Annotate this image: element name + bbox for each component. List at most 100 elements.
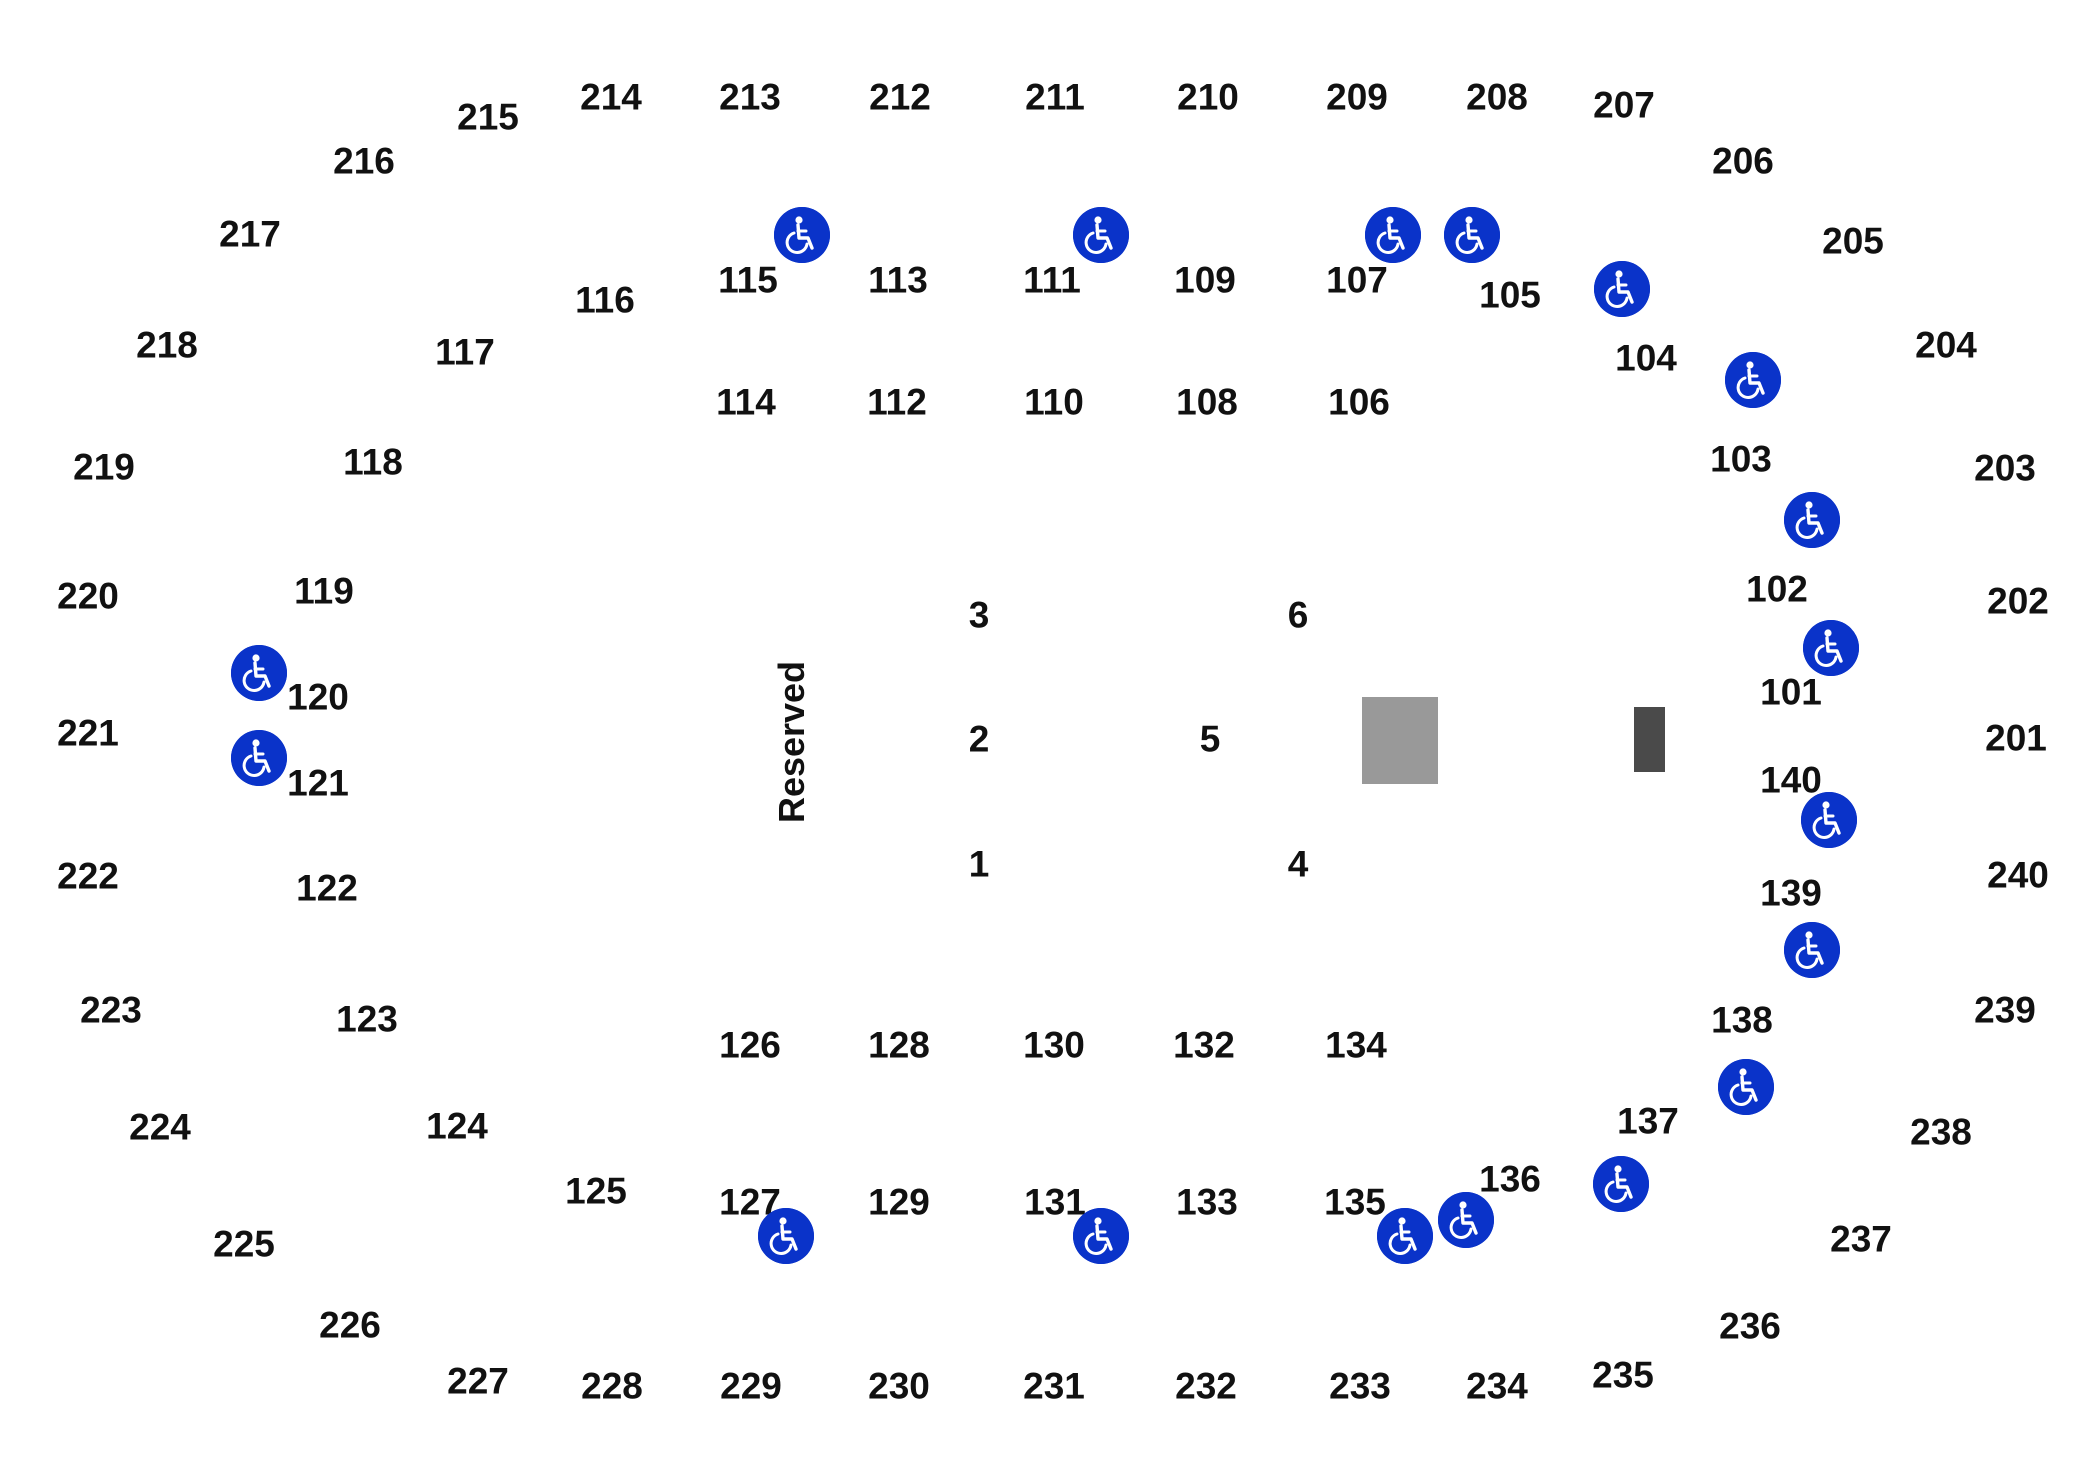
section-label-121[interactable]: 121 (287, 762, 349, 804)
section-label-224[interactable]: 224 (129, 1106, 191, 1148)
wheelchair-accessible-icon (1377, 1208, 1433, 1264)
section-label-108[interactable]: 108 (1176, 381, 1238, 423)
section-label-233[interactable]: 233 (1329, 1365, 1391, 1407)
section-label-209[interactable]: 209 (1326, 76, 1388, 118)
section-label-207[interactable]: 207 (1593, 84, 1655, 126)
wheelchair-accessible-icon (1593, 1156, 1649, 1212)
section-label-236[interactable]: 236 (1719, 1305, 1781, 1347)
section-label-226[interactable]: 226 (319, 1304, 381, 1346)
section-label-134[interactable]: 134 (1325, 1024, 1387, 1066)
wheelchair-accessible-icon (1725, 352, 1781, 408)
section-label-132[interactable]: 132 (1173, 1024, 1235, 1066)
section-label-131[interactable]: 131 (1024, 1181, 1086, 1223)
section-label-228[interactable]: 228 (581, 1365, 643, 1407)
section-label-104[interactable]: 104 (1615, 337, 1677, 379)
section-label-122[interactable]: 122 (296, 867, 358, 909)
section-label-203[interactable]: 203 (1974, 447, 2036, 489)
section-label-211[interactable]: 211 (1025, 76, 1085, 118)
wheelchair-accessible-icon (1365, 207, 1421, 263)
wheelchair-accessible-icon (1784, 922, 1840, 978)
section-label-220[interactable]: 220 (57, 575, 119, 617)
section-label-216[interactable]: 216 (333, 140, 395, 182)
section-label-204[interactable]: 204 (1915, 324, 1977, 366)
section-label-117[interactable]: 117 (435, 331, 495, 373)
section-label-1[interactable]: 1 (968, 843, 990, 885)
wheelchair-accessible-icon (1594, 261, 1650, 317)
section-label-107[interactable]: 107 (1326, 259, 1388, 301)
section-label-231[interactable]: 231 (1023, 1365, 1085, 1407)
stage-block (1362, 697, 1438, 784)
section-label-4[interactable]: 4 (1287, 843, 1309, 885)
section-label-237[interactable]: 237 (1830, 1218, 1892, 1260)
wheelchair-accessible-icon (1784, 492, 1840, 548)
section-label-130[interactable]: 130 (1023, 1024, 1085, 1066)
section-label-235[interactable]: 235 (1592, 1354, 1654, 1396)
section-label-125[interactable]: 125 (565, 1170, 627, 1212)
section-label-129[interactable]: 129 (868, 1181, 930, 1223)
section-label-201[interactable]: 201 (1985, 717, 2047, 759)
section-label-2[interactable]: 2 (968, 718, 990, 760)
section-label-116[interactable]: 116 (575, 279, 635, 321)
section-label-109[interactable]: 109 (1174, 259, 1236, 301)
section-label-202[interactable]: 202 (1987, 580, 2049, 622)
section-label-5[interactable]: 5 (1199, 718, 1221, 760)
section-label-6[interactable]: 6 (1287, 594, 1309, 636)
section-label-140[interactable]: 140 (1760, 759, 1822, 801)
section-label-239[interactable]: 239 (1974, 989, 2036, 1031)
section-label-218[interactable]: 218 (136, 324, 198, 366)
section-label-217[interactable]: 217 (219, 213, 281, 255)
reserved-section-label[interactable]: Reserved (771, 660, 812, 824)
section-label-208[interactable]: 208 (1466, 76, 1528, 118)
section-label-123[interactable]: 123 (336, 998, 398, 1040)
section-label-138[interactable]: 138 (1711, 999, 1773, 1041)
section-label-112[interactable]: 112 (867, 381, 927, 423)
section-label-118[interactable]: 118 (343, 441, 403, 483)
section-label-137[interactable]: 137 (1617, 1100, 1679, 1142)
section-label-229[interactable]: 229 (720, 1365, 782, 1407)
section-label-238[interactable]: 238 (1910, 1111, 1972, 1153)
section-label-221[interactable]: 221 (57, 712, 119, 754)
section-label-113[interactable]: 113 (868, 259, 928, 301)
section-label-128[interactable]: 128 (868, 1024, 930, 1066)
section-label-124[interactable]: 124 (426, 1105, 488, 1147)
section-label-126[interactable]: 126 (719, 1024, 781, 1066)
wheelchair-accessible-icon (1444, 207, 1500, 263)
section-label-133[interactable]: 133 (1176, 1181, 1238, 1223)
section-label-230[interactable]: 230 (868, 1365, 930, 1407)
section-label-212[interactable]: 212 (869, 76, 931, 118)
section-label-102[interactable]: 102 (1746, 568, 1808, 610)
wheelchair-accessible-icon (1073, 207, 1129, 263)
section-label-222[interactable]: 222 (57, 855, 119, 897)
section-label-119[interactable]: 119 (294, 570, 354, 612)
section-label-115[interactable]: 115 (718, 259, 778, 301)
section-label-136[interactable]: 136 (1479, 1158, 1541, 1200)
section-label-135[interactable]: 135 (1324, 1181, 1386, 1223)
section-label-206[interactable]: 206 (1712, 140, 1774, 182)
section-label-111[interactable]: 111 (1023, 259, 1081, 301)
section-label-103[interactable]: 103 (1710, 438, 1772, 480)
section-label-105[interactable]: 105 (1479, 274, 1541, 316)
wheelchair-accessible-icon (231, 730, 287, 786)
section-label-139[interactable]: 139 (1760, 872, 1822, 914)
section-label-106[interactable]: 106 (1328, 381, 1390, 423)
section-label-234[interactable]: 234 (1466, 1365, 1528, 1407)
section-label-225[interactable]: 225 (213, 1223, 275, 1265)
section-label-223[interactable]: 223 (80, 989, 142, 1031)
section-label-114[interactable]: 114 (716, 381, 776, 423)
section-label-101[interactable]: 101 (1760, 671, 1822, 713)
section-label-120[interactable]: 120 (287, 676, 349, 718)
section-label-205[interactable]: 205 (1822, 220, 1884, 262)
section-label-214[interactable]: 214 (580, 76, 642, 118)
section-label-240[interactable]: 240 (1987, 854, 2049, 896)
section-label-110[interactable]: 110 (1024, 381, 1084, 423)
wheelchair-accessible-icon (1438, 1192, 1494, 1248)
section-label-219[interactable]: 219 (73, 446, 135, 488)
section-label-3[interactable]: 3 (968, 594, 990, 636)
section-label-227[interactable]: 227 (447, 1360, 509, 1402)
section-label-232[interactable]: 232 (1175, 1365, 1237, 1407)
section-label-210[interactable]: 210 (1177, 76, 1239, 118)
section-label-213[interactable]: 213 (719, 76, 781, 118)
wheelchair-accessible-icon (758, 1208, 814, 1264)
section-label-215[interactable]: 215 (457, 96, 519, 138)
